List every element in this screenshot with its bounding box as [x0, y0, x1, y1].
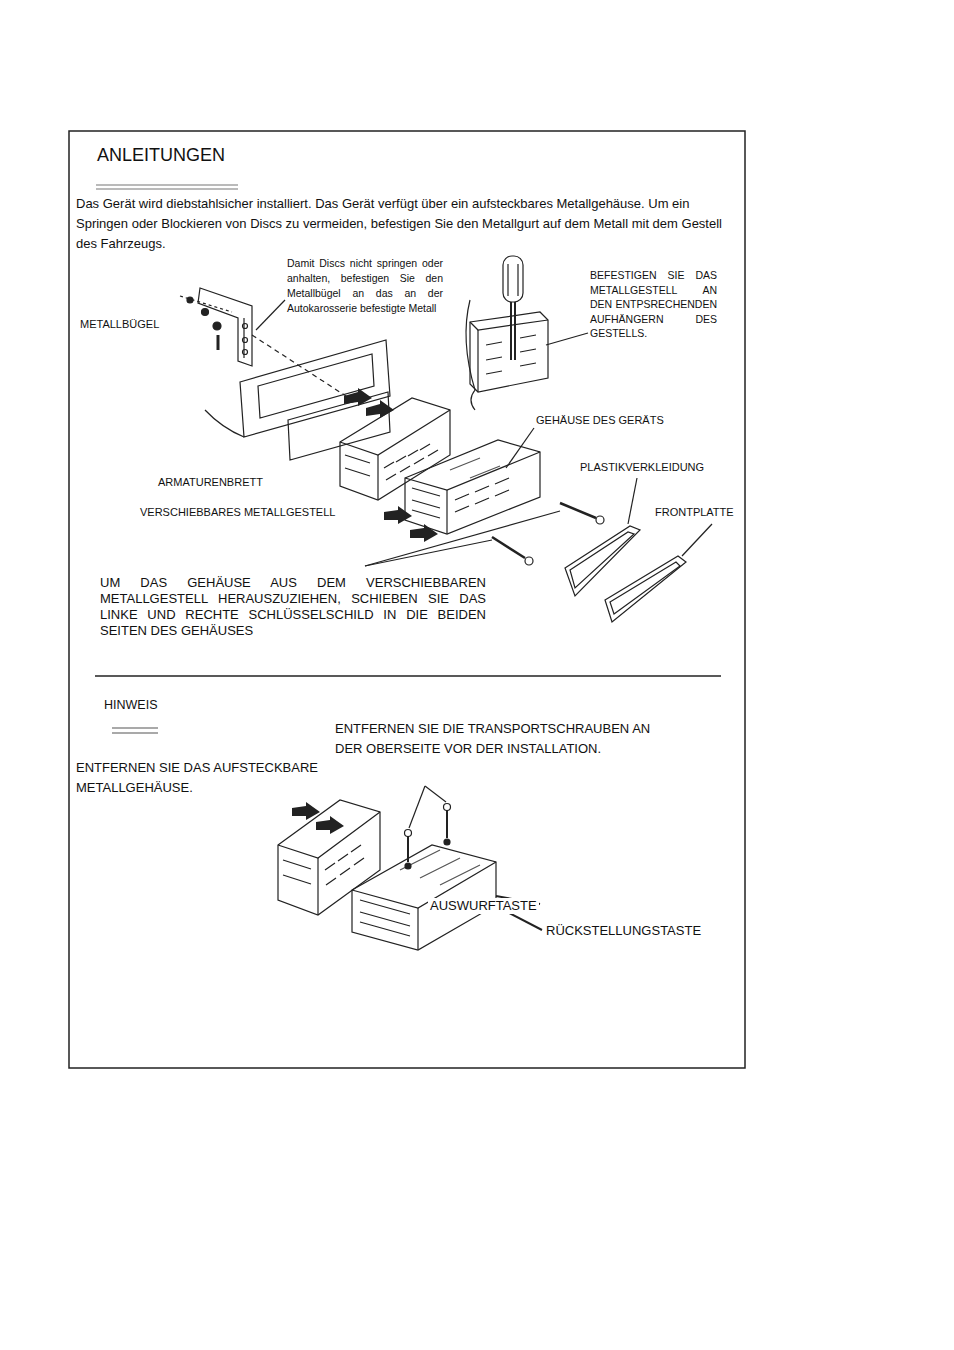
leader-line — [506, 428, 534, 468]
page-frame — [69, 131, 745, 1068]
mounting-note: BEFESTIGEN SIE DAS METALLGESTELL AN DEN … — [590, 268, 717, 341]
part-label: VERSCHIEBBARES METALLGESTELL — [140, 505, 335, 519]
leader-line — [425, 786, 446, 802]
divider — [95, 675, 721, 677]
hint-heading: HINWEIS — [104, 697, 157, 713]
hint-text: ENTFERNEN SIE DIE TRANSPORTSCHRAUBEN AN … — [335, 719, 680, 759]
leader-line — [365, 540, 492, 566]
hint-text: ENTFERNEN SIE DAS AUFSTECKBARE METALLGEH… — [76, 758, 338, 798]
part-label: FRONTPLATTE — [655, 505, 734, 519]
leader-line — [546, 333, 588, 345]
intro-text: Das Gerät wird diebstahlsicher installie… — [76, 194, 724, 254]
leader-line — [409, 786, 425, 828]
front-panel — [605, 556, 686, 622]
release-keys — [492, 503, 604, 565]
radio-unit-lower — [352, 804, 496, 951]
screwdriver-detail — [466, 256, 548, 410]
dashboard — [205, 340, 390, 460]
removal-note: UM DAS GEHÄUSE AUS DEM VERSCHIEBBAREN ME… — [100, 575, 486, 639]
part-label: METALLBÜGEL — [80, 317, 159, 331]
button-label: AUSWURFTASTE — [428, 898, 539, 914]
leader-line — [682, 524, 712, 556]
leader-line — [365, 511, 560, 566]
part-label: ARMATURENBRETT — [158, 475, 263, 489]
leader-line — [256, 300, 285, 330]
page-title: ANLEITUNGEN — [97, 144, 225, 166]
part-label: PLASTIKVERKLEIDUNG — [580, 460, 704, 474]
radio-unit — [405, 440, 540, 534]
title-underline — [96, 185, 238, 189]
metal-cage — [340, 398, 450, 500]
metal-cage-lower — [278, 800, 380, 915]
leader-line — [628, 478, 637, 524]
hint-underline — [112, 728, 158, 733]
bracket-note: Damit Discs nicht springen oder anhalten… — [287, 256, 443, 316]
part-label: GEHÄUSE DES GERÄTS — [536, 413, 664, 427]
button-label: RÜCKSTELLUNGSTASTE — [546, 923, 701, 939]
